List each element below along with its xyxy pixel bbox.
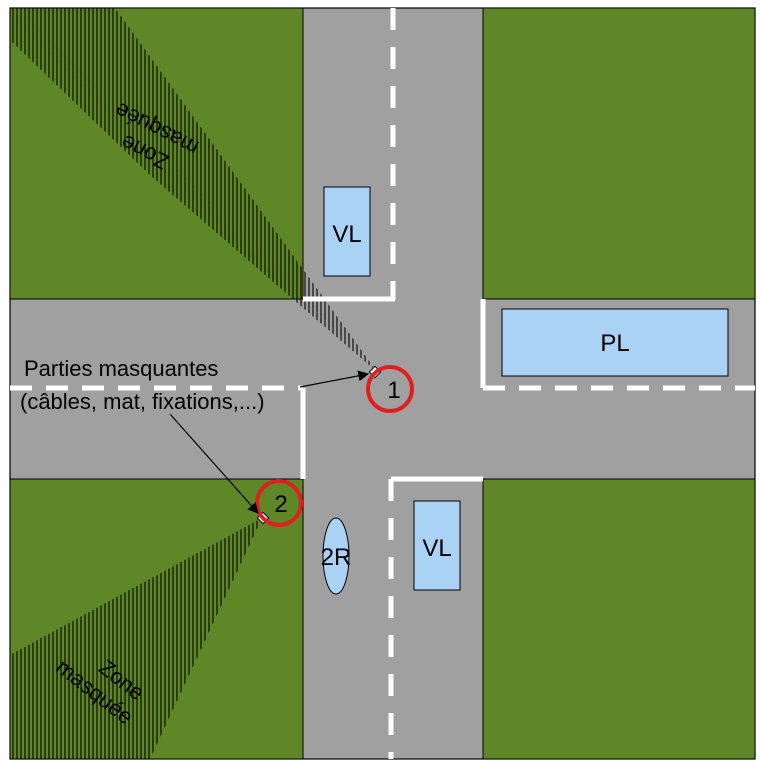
arrow-to-camera-2: [169, 413, 259, 514]
vehicle-vl-bottom: [413, 500, 461, 591]
camera-2-label: 2: [274, 491, 287, 518]
masking-parts-label-line1: Parties masquantes: [24, 356, 218, 381]
camera-1-label: 1: [387, 377, 400, 404]
masked-zone-bottom: [10, 518, 262, 759]
masking-parts-label-line2: (câbles, mat, fixations,...): [20, 389, 265, 414]
vehicle-2r-label: 2R: [321, 544, 352, 571]
grass-bottom-right: [482, 478, 756, 760]
vehicle-vl-top: [323, 186, 371, 277]
vehicle-pl: [501, 308, 729, 377]
masked-zone-top-outer: [10, 8, 377, 372]
vehicle-vl-top-label: VL: [332, 221, 361, 248]
vehicle-pl-label: PL: [600, 330, 629, 357]
camera-1-ring: [366, 365, 414, 413]
vehicle-vl-bottom-label: VL: [422, 535, 451, 562]
arrow-to-camera-1: [299, 370, 370, 388]
vehicle-2r: [322, 517, 350, 595]
grass-top-right: [482, 7, 756, 300]
